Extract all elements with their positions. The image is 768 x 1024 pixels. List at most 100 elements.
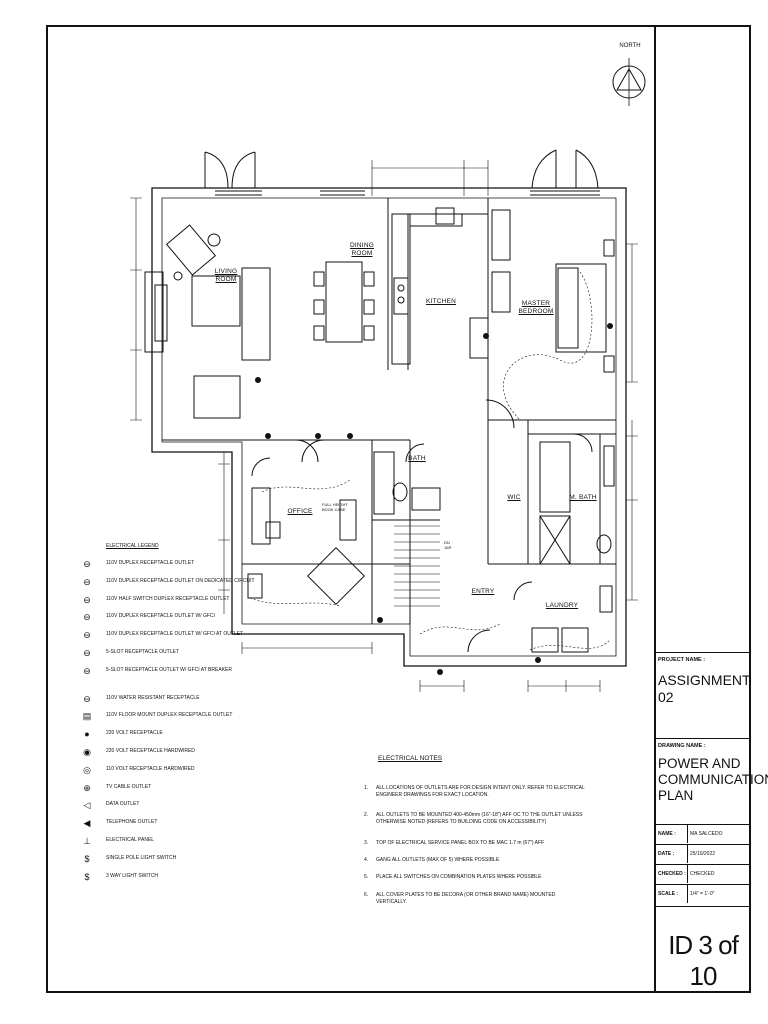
note-number: 3. <box>364 840 369 846</box>
titleblock-divider <box>654 26 656 992</box>
floor-plan <box>130 149 638 692</box>
north-arrow: NORTH <box>608 40 652 116</box>
legend-item-label: 110V DUPLEX RECEPTACLE OUTLET W/ GFCI <box>106 613 215 620</box>
north-label: NORTH <box>619 43 641 49</box>
note-item: 1. ALL LOCATIONS OF OUTLETS ARE FOR DESIG… <box>364 785 586 799</box>
3way-switch-icon: $ <box>84 871 90 882</box>
titleblock-row-key: SCALE : <box>658 891 678 897</box>
gfci-icon: ⊖ <box>83 612 91 623</box>
110v-hardwired-icon: ◎ <box>83 764 91 775</box>
note-number: 1. <box>364 785 369 791</box>
legend-item: ● 220 VOLT RECEPTACLE <box>72 728 262 740</box>
compass-icon <box>612 58 646 106</box>
titleblock-row: NAME : MA SALCEDO <box>656 824 750 843</box>
note-text: ALL COVER PLATES TO BE DECORA (OR OTHER … <box>376 892 556 905</box>
room-label-master: MASTER BEDROOM <box>518 300 554 315</box>
legend-item: ⊥ ELECTRICAL PANEL <box>72 835 262 847</box>
legend-item: ⊖ 110V WATER RESISTANT RECEPTACLE <box>72 693 262 705</box>
legend-item-label: 110V DUPLEX RECEPTACLE OUTLET <box>106 560 195 566</box>
titleblock-row-divider <box>687 885 688 903</box>
legend-item-label: 220 VOLT RECEPTACLE <box>106 730 163 737</box>
room-label-kitchen: KITCHEN <box>426 298 456 305</box>
titleblock-row-divider <box>687 825 688 843</box>
5slot-gfci-icon: ⊖ <box>83 665 91 676</box>
titleblock-project-box <box>656 652 750 739</box>
legend-item: ◉ 220 VOLT RECEPTACLE HARDWIRED <box>72 746 262 758</box>
legend-item: ⊖ 5-SLOT RECEPTACLE OUTLET W/ GFCI AT BRE… <box>72 665 262 677</box>
legend-item-label: 110 VOLT RECEPTACLE HARDWIRED <box>106 765 195 772</box>
note-text: ALL LOCATIONS OF OUTLETS ARE FOR DESIGN … <box>376 785 585 798</box>
half-switch-icon: ⊖ <box>83 594 91 605</box>
legend-item-label: 3 WAY LIGHT SWITCH <box>106 872 159 879</box>
220v-hardwired-icon: ◉ <box>83 747 91 757</box>
legend-item: ⊖ 110V DUPLEX RECEPTACLE OUTLET <box>72 558 262 570</box>
legend-item-label: 5-SLOT RECEPTACLE OUTLET <box>106 649 179 655</box>
legend-item-label: 110V FLOOR MOUNT DUPLEX RECEPTACLE OUTLE… <box>106 712 233 719</box>
gfci-outlet-icon: ⊖ <box>83 630 91 641</box>
duplex-dedicated-icon: ⊖ <box>83 559 91 569</box>
note-text: TOP OF ELECTRICAL SERVICE PANEL BOX TO B… <box>376 840 545 846</box>
titleblock-row: SCALE : 1/4" = 1'-0" <box>656 884 750 903</box>
project-name: ASSIGNMENT 02 <box>658 672 751 705</box>
titleblock-row-value: 1/4" = 1'-0" <box>690 891 715 897</box>
legend-item-label: TV CABLE OUTLET <box>106 783 152 790</box>
note-item: 4.GANG ALL OUTLETS (MAX OF 5) WHERE POSS… <box>364 857 586 864</box>
legend-item-label: 5-SLOT RECEPTACLE OUTLET W/ GFCI AT BREA… <box>106 666 232 673</box>
note-text: ALL OUTLETS TO BE MOUNTED 400-450mm (16"… <box>376 812 583 825</box>
note-item: 5. PLACE ALL SWITCHES ON COMBINATION PLAT… <box>364 874 586 881</box>
water-resistant-icon: ⊖ <box>83 693 91 704</box>
legend-item-label: ELECTRICAL PANEL <box>106 837 155 843</box>
legend-item-label: 110V DUPLEX RECEPTACLE OUTLET ON DEDICAT… <box>106 577 255 584</box>
note-item: 2.ALL OUTLETS TO BE MOUNTED 400-450mm (1… <box>364 812 586 826</box>
note-item: 6. ALL COVER PLATES TO BE DECORA (OR OTHE… <box>364 892 586 906</box>
room-label-office: OFFICE <box>287 508 313 515</box>
room-label-bath: BATH <box>408 455 426 462</box>
note-text: PLACE ALL SWITCHES ON COMBINATION PLATES… <box>376 874 542 880</box>
room-label-living: LIVING ROOM <box>214 268 238 283</box>
legend-item: ⊖110V DUPLEX RECEPTACLE OUTLET W/ GFCI A… <box>72 629 262 641</box>
room-label-mbath: M. BATH <box>569 494 597 501</box>
legend-item: ⊖110V DUPLEX RECEPTACLE OUTLET ON DEDICA… <box>72 576 262 588</box>
titleblock-row-divider <box>687 865 688 883</box>
note-number: 6. <box>364 892 369 898</box>
electrical-panel-icon: ⊥ <box>83 836 91 846</box>
legend-item: $SINGLE POLE LIGHT SWITCH <box>72 853 262 865</box>
5slot-icon: ⊖ <box>83 648 91 658</box>
floor-mount-icon: ▤ <box>82 711 92 722</box>
legend-item-label: SINGLE POLE LIGHT SWITCH <box>106 854 177 861</box>
legend-item: ⊖ 110V DUPLEX RECEPTACLE OUTLET W/ GFCI <box>72 611 262 623</box>
220v-icon: ● <box>84 729 90 740</box>
tv-cable-icon: ⊕ <box>83 782 91 793</box>
titleblock-row: CHECKED : CHECKED <box>656 864 750 883</box>
drawing-sheet-border <box>46 25 751 993</box>
note-number: 5. <box>364 874 369 880</box>
titleblock-row-key: CHECKED : <box>658 871 686 877</box>
room-label-laundry: LAUNDRY <box>545 602 579 609</box>
titleblock-row-value: CHECKED <box>690 871 715 877</box>
room-label-wic: WIC <box>507 494 521 501</box>
legend-item: ⊖ 5-SLOT RECEPTACLE OUTLET <box>72 647 262 659</box>
stair-note: DN 16R <box>444 540 452 550</box>
titleblock-row-value: MA SALCEDO <box>690 831 723 837</box>
room-label-entry: ENTRY <box>471 588 495 595</box>
titleblock-row-value: 25/10/2022 <box>690 851 716 857</box>
drawing-name-label: DRAWING NAME : <box>658 743 706 749</box>
legend-item-label: DATA OUTLET <box>106 801 140 808</box>
drawing-name: POWER AND COMMUNICATION PLAN <box>658 756 768 803</box>
note-item: 3. TOP OF ELECTRICAL SERVICE PANEL BOX TO… <box>364 840 586 847</box>
legend-item: ◁DATA OUTLET <box>72 799 262 811</box>
telephone-outlet-icon: ◀ <box>83 818 91 829</box>
legend-item: ⊕ TV CABLE OUTLET <box>72 782 262 794</box>
legend-item-label: 110V HALF SWITCH DUPLEX RECEPTACLE OUTLE… <box>106 595 230 602</box>
legend-title: ELECTRICAL LEGEND <box>106 543 159 549</box>
notes-title: ELECTRICAL NOTES <box>378 755 443 762</box>
legend-item: ⊖ 110V HALF SWITCH DUPLEX RECEPTACLE OUTL… <box>72 594 262 606</box>
titleblock-row-key: NAME : <box>658 831 676 837</box>
legend-item: ▤ 110V FLOOR MOUNT DUPLEX RECEPTACLE OUTL… <box>72 710 262 722</box>
legend-item-label: 220 VOLT RECEPTACLE HARDWIRED <box>106 748 195 754</box>
titleblock-row-key: DATE : <box>658 851 675 857</box>
legend-item-label: 110V WATER RESISTANT RECEPTACLE <box>106 694 200 701</box>
room-label-dining: DINING ROOM <box>350 242 374 257</box>
note-text: GANG ALL OUTLETS (MAX OF 5) WHERE POSSIB… <box>376 857 500 863</box>
titleblock-drawing-box <box>656 738 750 825</box>
